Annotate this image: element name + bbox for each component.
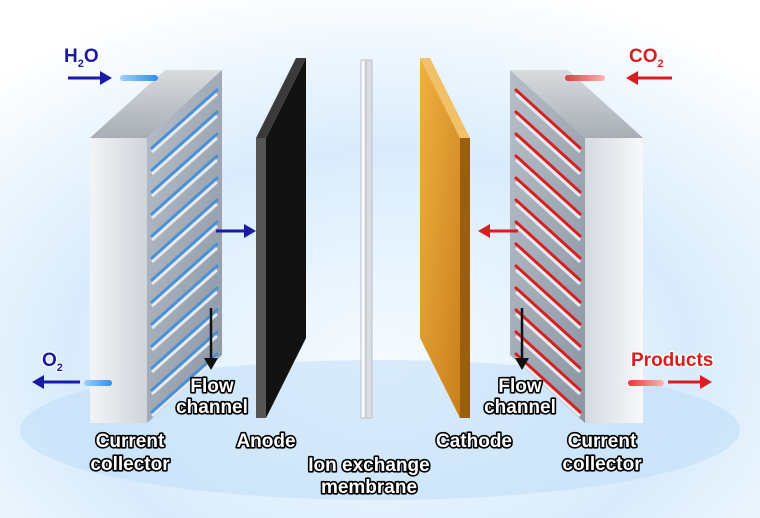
flow-channel-rib — [514, 312, 582, 374]
arrow-right-icon — [216, 224, 256, 238]
flow-channel-rib — [514, 158, 582, 220]
flow-channel-slot — [150, 308, 219, 370]
arrow-left-icon — [32, 375, 80, 389]
right-flow-channels — [514, 88, 582, 418]
co2-label: CO2 — [629, 46, 664, 70]
membrane-label-line1: Ion exchange — [308, 455, 429, 476]
flow-channel-right-label-line2: channel — [484, 397, 556, 418]
flow-channel-rib — [514, 268, 582, 330]
current-collector-right-label-line1: Current — [568, 431, 637, 452]
flow-channel-right-label-line1: Flow — [498, 376, 541, 397]
flow-channel-slot — [150, 154, 219, 216]
flow-channel-slot — [150, 132, 219, 194]
flow-channel-rib — [151, 268, 218, 330]
flow-channel-rib — [514, 356, 582, 418]
arrow-right-icon — [668, 375, 712, 389]
flow-channel-rib — [151, 158, 218, 220]
right-current-collector — [510, 70, 643, 423]
flow-channel-slot — [514, 132, 582, 194]
flow-channel-slot — [150, 264, 219, 326]
flow-channel-rib — [151, 136, 218, 198]
flow-channel-rib — [514, 246, 582, 308]
h2o-label: H2O — [64, 46, 99, 70]
cathode-label: Cathode — [436, 431, 512, 452]
flow-channel-slot — [150, 220, 219, 282]
arrow-down-icon — [204, 308, 218, 370]
arrow-left-icon — [626, 71, 672, 85]
flow-channel-rib — [514, 290, 582, 352]
flow-channel-rib — [151, 114, 218, 176]
flow-channel-rib — [151, 356, 218, 418]
flow-channel-slot — [514, 330, 582, 392]
o2-label: O2 — [42, 350, 63, 374]
flow-channel-rib — [514, 180, 582, 242]
arrow-left-icon — [478, 224, 518, 238]
flow-channel-slot — [150, 198, 219, 260]
flow-channel-rib — [514, 224, 582, 286]
right-inlet-pipe — [565, 75, 605, 81]
flow-channel-left-label-line1: Flow — [190, 376, 233, 397]
flow-channel-rib — [514, 136, 582, 198]
current-collector-right-label-line2: collector — [562, 454, 642, 475]
flow-channel-rib — [514, 92, 582, 154]
current-collector-left-label-line1: Current — [96, 431, 165, 452]
arrow-right-icon — [68, 71, 112, 85]
flow-channel-slot — [150, 286, 219, 348]
flow-channel-slot — [514, 308, 582, 370]
membrane-label-line2: membrane — [321, 477, 417, 498]
flow-channel-slot — [514, 286, 582, 348]
left-outlet-pipe — [84, 380, 112, 386]
flow-channel-slot — [150, 330, 219, 392]
anode-label: Anode — [236, 431, 295, 452]
flow-channel-slot — [514, 176, 582, 238]
flow-channel-rib — [514, 114, 582, 176]
flow-channel-rib — [151, 290, 218, 352]
flow-channel-slot — [150, 242, 219, 304]
left-inlet-pipe — [120, 75, 158, 81]
flow-channel-slot — [514, 242, 582, 304]
flow-channel-slot — [150, 352, 219, 414]
flow-channel-slot — [514, 88, 582, 150]
flow-channel-slot — [150, 110, 219, 172]
flow-channel-rib — [514, 334, 582, 396]
flow-channel-rib — [151, 334, 218, 396]
cathode-plate — [420, 58, 470, 418]
left-current-collector — [90, 70, 222, 423]
flow-channel-rib — [151, 92, 218, 154]
flow-channel-left-label-line2: channel — [176, 397, 248, 418]
flow-channel-slot — [514, 220, 582, 282]
flow-channel-rib — [151, 202, 218, 264]
anode-plate — [256, 58, 306, 418]
flow-channel-rib — [151, 180, 218, 242]
flow-channel-slot — [514, 154, 582, 216]
products-label: Products — [631, 350, 713, 371]
flow-channel-slot — [514, 110, 582, 172]
left-flow-channels — [150, 88, 219, 418]
ion-exchange-membrane — [360, 59, 373, 419]
flow-channel-rib — [151, 246, 218, 308]
flow-channel-slot — [150, 176, 219, 238]
current-collector-left-label-line2: collector — [90, 454, 170, 475]
flow-channel-rib — [151, 312, 218, 374]
arrow-down-icon — [515, 308, 529, 370]
flow-channel-slot — [150, 88, 219, 150]
flow-channel-rib — [514, 202, 582, 264]
flow-channel-slot — [514, 352, 582, 414]
flow-channel-rib — [151, 224, 218, 286]
flow-channel-slot — [514, 198, 582, 260]
right-outlet-pipe — [628, 380, 664, 386]
flow-channel-slot — [514, 264, 582, 326]
